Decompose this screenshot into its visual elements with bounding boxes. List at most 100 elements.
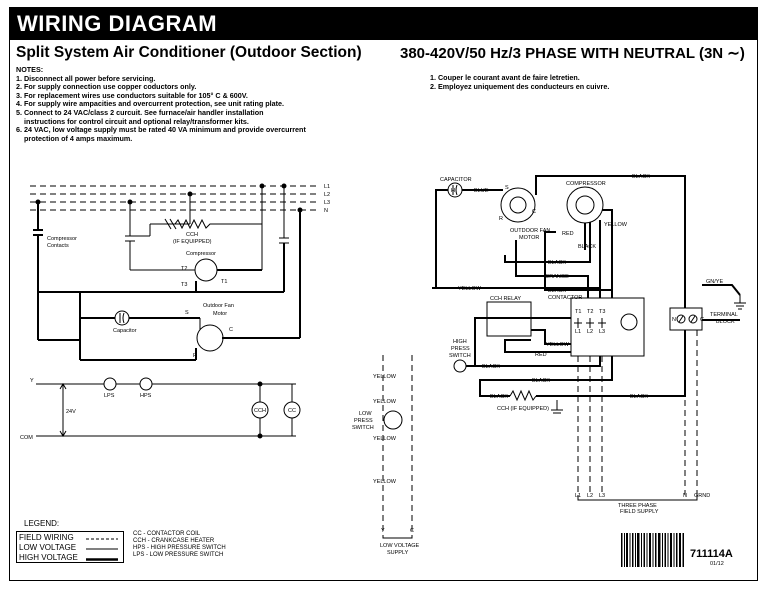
lps-part-label-2: PRESS [354, 418, 373, 424]
capacitor-label: Capacitor [113, 328, 137, 334]
hps-part-label-2: PRESS [451, 346, 470, 352]
legend-high-label: HIGH VOLTAGE [19, 553, 78, 562]
ofm-part-label: OUTDOOR FAN [510, 228, 550, 234]
terminal-block-label-2: BLOCK [716, 319, 735, 325]
t2-term-label: T2 [587, 309, 593, 315]
cc-coil-label: CC [288, 408, 296, 414]
note-5-cont: instructions for control circuit and opt… [24, 116, 249, 126]
wire-black-low-label: BLACK [532, 378, 550, 384]
legend-low: LOW VOLTAGE [19, 543, 121, 553]
notes-block: NOTES: 1. Disconnect all power before se… [16, 65, 396, 143]
tb-g-label: G [700, 317, 704, 323]
field-l3-label: L3 [599, 493, 605, 499]
abbr-lps: LPS - LOW PRESSURE SWITCH [133, 552, 224, 558]
wire-yellow-lv2-label: YELLOW [373, 399, 397, 405]
l3-term-label: L3 [599, 329, 605, 335]
capacitor-h-label: H [451, 188, 455, 194]
hps-switch [139, 377, 153, 391]
note-fr-2: 2. Employez uniquement des conducteurs e… [430, 81, 610, 91]
legend-thin-line [86, 548, 118, 550]
terminal-block-label: TERMINAL [710, 312, 738, 318]
abbr-cch: CCH - CRANKCASE HEATER [133, 538, 215, 544]
wire-yellow-left-label: YELLOW [458, 286, 482, 292]
note-1: 1. Disconnect all power before servicing… [16, 73, 156, 83]
cch-relay-label: CCH RELAY [490, 296, 521, 302]
note-6: 6. 24 VAC, low voltage supply must be ra… [16, 125, 306, 135]
field-l2-label: L2 [587, 493, 593, 499]
capacitor-part [447, 182, 463, 198]
l2-term-label: L2 [587, 329, 593, 335]
wire-yellow-lv3-label: YELLOW [373, 436, 397, 442]
compressor-contacts-label: Compressor [47, 236, 77, 242]
legend-thick-line [86, 558, 118, 561]
line-l1-label: L1 [324, 184, 330, 190]
gn-ye-label: GN/YE [706, 279, 723, 285]
abbr-hps: HPS - HIGH PRESSURE SWITCH [133, 545, 226, 551]
v24-label: 24V [66, 409, 76, 415]
wire-yellow-lv1-label: YELLOW [373, 374, 397, 380]
wire-yellow-contactor-label: YELLOW [546, 342, 570, 348]
part-number: 711114A [690, 548, 733, 560]
compressor-label: Compressor [186, 251, 216, 257]
lv-supply-label: LOW VOLTAGE [380, 543, 420, 549]
three-phase-label-2: FIELD SUPPLY [620, 509, 659, 515]
page-title: WIRING DIAGRAM [10, 8, 757, 40]
lps-switch [103, 377, 117, 391]
legend-low-label: LOW VOLTAGE [19, 543, 77, 552]
three-phase-label: THREE PHASE [618, 503, 657, 509]
tb-n-label: N [672, 317, 676, 323]
cch-if-equipped-label: (IF EQUIPPED) [173, 239, 212, 245]
line-l3-label: L3 [324, 200, 330, 206]
cch-coil [251, 401, 269, 419]
t2-label: T2 [181, 266, 187, 272]
lps-part-label-3: SWITCH [352, 425, 374, 431]
r-label: R [193, 353, 197, 359]
compressor-part-label: COMPRESSOR [566, 181, 606, 187]
cc-coil [283, 401, 301, 419]
lv-y-label: Y [381, 528, 385, 534]
capacitor-symbol [114, 310, 130, 326]
c-label: C [229, 327, 233, 333]
page-frame [9, 7, 758, 581]
wire-black-mid-label: BLACK [548, 260, 566, 266]
compressor-unit [566, 186, 604, 224]
wire-red-comp-label: RED [562, 231, 574, 237]
wire-red-contactor-label: RED [535, 352, 547, 358]
legend-dashed-line [86, 538, 118, 540]
line-l2-label: L2 [324, 192, 330, 198]
outdoor-fan-motor [500, 187, 536, 223]
wire-orange-label: ORANGE [545, 274, 569, 280]
lv-c-label: C [410, 528, 414, 534]
note-5: 5. Connect to 24 VAC/class 2 curcuit. Se… [16, 107, 264, 117]
capacitor-part-label: CAPACITOR [440, 177, 472, 183]
wire-black-top-label: BLACK [632, 174, 650, 180]
legend-field-label: FIELD WIRING [19, 533, 74, 542]
t3-term-label: T3 [599, 309, 605, 315]
legend-box: FIELD WIRING LOW VOLTAGE HIGH VOLTAGE [16, 531, 124, 563]
note-4: 4. For supply wire ampacities and overcu… [16, 99, 284, 109]
ofm-c-label: C [532, 209, 536, 215]
abbr-cc: CC - CONTACTOR COIL [133, 531, 201, 537]
t1-term-label: T1 [575, 309, 581, 315]
wire-black-contactor-label: BLACK [548, 288, 566, 294]
wire-yellow-lv4-label: YELLOW [373, 479, 397, 485]
wire-black-terminal-label: BLACK [630, 394, 648, 400]
lps-label: LPS [104, 393, 115, 399]
note-3: 3. For replacement wires use conductors … [16, 90, 248, 100]
l1-term-label: L1 [575, 329, 581, 335]
ofm-s-label: S [505, 185, 509, 191]
hps-part-label-3: SWITCH [449, 353, 471, 359]
diagram-subtitle: Split System Air Conditioner (Outdoor Se… [16, 44, 362, 61]
legend-field: FIELD WIRING [19, 533, 121, 543]
field-n-label: N [683, 493, 687, 499]
wire-black-cch-label: BLACK [490, 394, 508, 400]
hps-part-label: HIGH [453, 339, 467, 345]
line-n-label: N [324, 208, 328, 214]
wire-blue-label: BLUE [474, 188, 489, 194]
lv-supply-label-2: SUPPLY [387, 550, 409, 556]
note-2: 2. For supply connection use copper codu… [16, 82, 197, 92]
barcode [621, 533, 684, 567]
contactor-label: CONTACTOR [548, 295, 582, 301]
